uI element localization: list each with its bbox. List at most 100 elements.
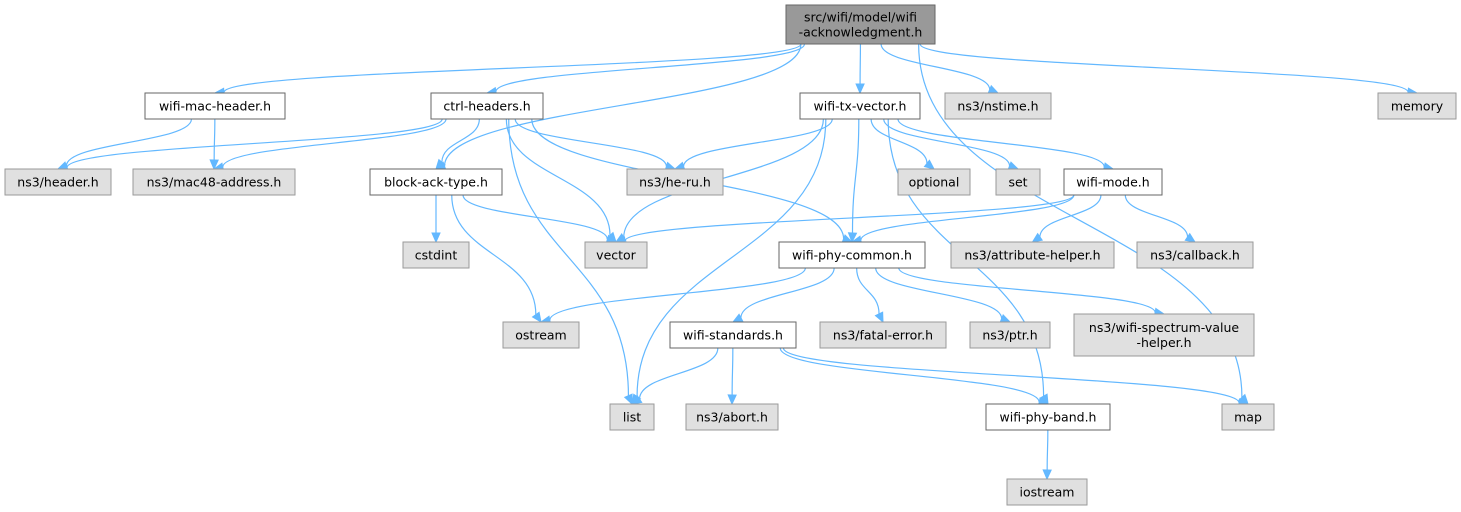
edge-wifi-phy-common-to-ostream	[539, 267, 806, 325]
node-ctrl-headers[interactable]: ctrl-headers.h	[430, 92, 544, 120]
edge-line	[870, 118, 928, 164]
node-label: wifi-mode.h	[1076, 175, 1149, 190]
node-label: ns3/attribute-helper.h	[964, 248, 1100, 263]
node-box	[369, 168, 503, 196]
edge-wifi-standards-to-map	[782, 347, 1250, 408]
edge-root-to-ctrl-headers	[485, 43, 806, 97]
node-label: -acknowledgment.h	[799, 25, 923, 40]
node-wifi-mac-header[interactable]: wifi-mac-header.h	[144, 92, 286, 120]
node-nstime: ns3/nstime.h	[944, 92, 1052, 120]
edge-arrowhead	[623, 393, 633, 406]
edges-layer	[56, 43, 1419, 481]
node-iostream: iostream	[1006, 478, 1088, 506]
edge-line	[880, 43, 991, 90]
edge-line	[462, 194, 608, 240]
edge-wifi-phy-common-to-spectrum	[898, 267, 1166, 318]
node-label: list	[623, 410, 641, 425]
edge-arrowhead	[1031, 232, 1044, 243]
node-label: iostream	[1020, 485, 1075, 500]
edge-arrowhead	[1184, 232, 1197, 243]
node-label: vector	[596, 248, 637, 263]
node-box	[1221, 403, 1275, 431]
edge-ctrl-headers-to-he-ru	[514, 118, 677, 171]
node-he-ru: ns3/he-ru.h	[626, 168, 724, 196]
edge-ctrl-headers-to-block-ack-type	[435, 118, 480, 170]
node-label: ns3/nstime.h	[957, 99, 1038, 114]
node-label: cstdint	[415, 248, 458, 263]
edge-line	[222, 118, 447, 168]
node-memory: memory	[1377, 92, 1457, 120]
node-label: wifi-phy-common.h	[792, 248, 912, 263]
edge-line	[919, 43, 1409, 93]
node-box	[502, 321, 580, 349]
node-label: ns3/wifi-spectrum-value	[1089, 320, 1239, 335]
edge-root-to-wifi-tx-vector	[855, 43, 865, 95]
edge-line	[441, 118, 480, 163]
node-wifi-phy-band[interactable]: wifi-phy-band.h	[985, 403, 1111, 431]
edge-line	[65, 118, 193, 166]
edge-ctrl-headers-to-mac48	[212, 118, 447, 172]
node-box	[609, 403, 655, 431]
edge-block-ack-type-to-vector	[462, 194, 618, 244]
edge-line	[624, 194, 1075, 242]
edge-line	[508, 118, 630, 396]
edge-arrowhead	[855, 83, 865, 95]
node-label: memory	[1391, 99, 1444, 114]
edge-line	[782, 347, 1240, 404]
node-label: optional	[909, 175, 960, 190]
edge-line	[779, 347, 1040, 403]
edge-ctrl-headers-to-list	[508, 118, 633, 406]
node-label: ns3/ptr.h	[982, 328, 1037, 343]
edge-line	[66, 118, 443, 169]
edge-wifi-mode-to-callback	[1124, 194, 1197, 243]
node-wifi-mode[interactable]: wifi-mode.h	[1063, 168, 1163, 196]
edge-wifi-standards-to-wifi-phy-band	[779, 347, 1050, 407]
node-wifi-phy-common[interactable]: wifi-phy-common.h	[778, 241, 926, 269]
nodes-layer: src/wifi/model/wifi-acknowledgment.h wifi…	[4, 4, 1457, 506]
node-box	[1006, 478, 1088, 506]
edge-line	[623, 118, 824, 238]
node-label: ns3/abort.h	[696, 410, 768, 425]
node-label: ns3/callback.h	[1150, 248, 1240, 263]
edge-line	[505, 118, 611, 236]
node-label: src/wifi/model/wifi	[804, 10, 917, 25]
node-root[interactable]: src/wifi/model/wifi-acknowledgment.h	[785, 4, 936, 45]
node-label: ostream	[515, 328, 566, 343]
edge-wifi-phy-band-to-iostream	[1042, 429, 1052, 481]
edge-wifi-tx-vector-to-optional	[870, 118, 935, 170]
node-box	[819, 321, 947, 349]
edge-wifi-mode-to-attribute-helper	[1031, 194, 1102, 243]
edge-wifi-standards-to-abort	[727, 347, 737, 406]
edge-arrowhead	[847, 232, 858, 244]
node-box	[685, 403, 779, 431]
edge-line	[740, 267, 835, 318]
node-set: set	[995, 168, 1041, 196]
edge-line	[514, 118, 668, 167]
edge-arrowhead	[431, 232, 441, 244]
node-mac48: ns3/mac48-address.h	[132, 168, 296, 196]
edge-root-to-memory	[919, 43, 1419, 97]
edge-line	[897, 118, 1105, 168]
node-box	[897, 168, 971, 196]
node-label: ns3/fatal-error.h	[833, 328, 933, 343]
node-box	[1073, 313, 1255, 357]
node-label: set	[1008, 175, 1027, 190]
edge-arrowhead	[1007, 161, 1020, 171]
node-wifi-standards[interactable]: wifi-standards.h	[669, 321, 797, 349]
node-wifi-tx-vector[interactable]: wifi-tx-vector.h	[799, 92, 921, 120]
node-box	[950, 241, 1115, 269]
node-box	[985, 403, 1111, 431]
edge-line	[213, 118, 216, 161]
node-callback: ns3/callback.h	[1136, 241, 1254, 269]
edge-wifi-standards-to-list	[630, 347, 719, 405]
edge-line	[443, 43, 802, 167]
node-block-ack-type[interactable]: block-ack-type.h	[369, 168, 503, 196]
edge-line	[1124, 194, 1189, 238]
node-abort: ns3/abort.h	[685, 403, 779, 431]
edge-line	[495, 43, 806, 92]
edge-arrowhead	[923, 159, 935, 170]
node-label: ctrl-headers.h	[443, 99, 530, 114]
edge-line	[851, 118, 860, 234]
edge-root-to-nstime	[880, 43, 1000, 94]
edge-line	[883, 118, 1011, 167]
